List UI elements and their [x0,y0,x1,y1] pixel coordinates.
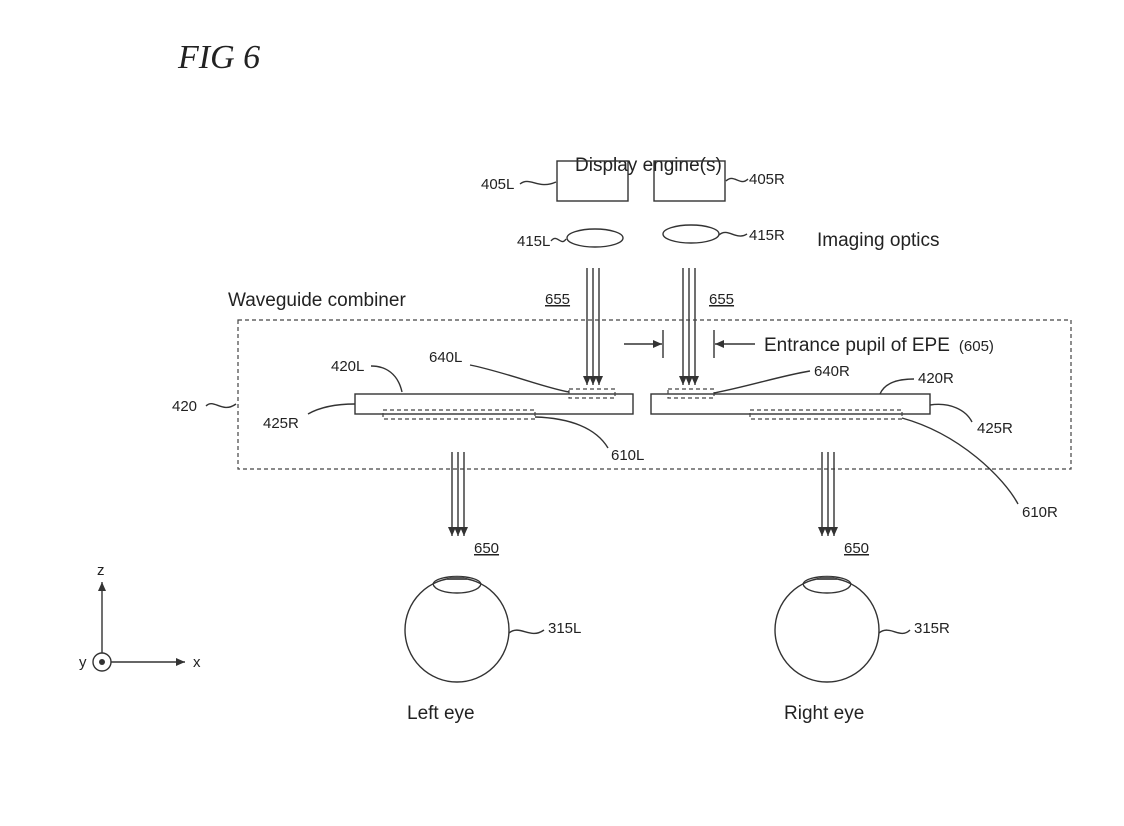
ref-655-right: 655 [709,291,734,308]
waveguide-combiner-label: Waveguide combiner [228,290,406,311]
ref-650-left: 650 [474,540,499,557]
ref-415R: 415R [749,227,785,244]
display-engine-left [556,160,629,202]
figure-title: FIG 6 [177,39,260,76]
leader-640L [469,364,570,393]
lens-left [566,228,624,248]
leader-425R-right [929,403,973,423]
ref-420: 420 [172,398,197,415]
ref-425R-left: 425R [263,415,299,432]
axis-label-z: z [97,562,105,579]
incoupler-640L [568,388,616,399]
axis-label-x: x [193,654,201,671]
ref-640L: 640L [429,349,462,366]
y-axis-circle [92,652,112,672]
leader-315L [508,629,545,635]
left-eye-label: Left eye [407,703,475,724]
leader-425R-left [307,403,356,415]
left-eye [404,575,510,683]
display-engine-label: Display engine(s) [575,155,722,176]
waveguide-combiner-box [237,319,1072,470]
entrance-pupil-label: Entrance pupil of EPE (605) [764,335,994,356]
ref-610L: 610L [611,447,644,464]
leader-315R [878,629,911,635]
ref-420L: 420L [331,358,364,375]
outcoupler-610R [749,409,903,420]
leader-405R [725,177,749,183]
right-eye [774,575,880,683]
leader-610R [901,417,1019,505]
ref-405L: 405L [481,176,514,193]
ref-650-right: 650 [844,540,869,557]
entrance-pupil-text: Entrance pupil of EPE [764,335,950,356]
right-eye-label: Right eye [784,703,864,724]
entrance-pupil-ref: (605) [959,338,994,355]
output-beam-left [448,452,468,536]
waveguide-plate-right [650,393,931,415]
leader-610L [534,416,609,449]
incoupler-640R [667,388,715,399]
leader-405L [519,180,557,186]
y-axis-dot [99,659,105,665]
ref-415L: 415L [517,233,550,250]
ref-315L: 315L [548,620,581,637]
leader-420L [370,365,403,393]
lens-right [662,224,720,244]
leader-415L [550,237,567,243]
outcoupler-610L [382,409,536,420]
ref-315R: 315R [914,620,950,637]
ref-425R-right: 425R [977,420,1013,437]
ref-610R: 610R [1022,504,1058,521]
waveguide-plate-left [354,393,634,415]
input-beam-right [679,268,699,385]
leader-415R [718,231,748,237]
ref-655-left: 655 [545,291,570,308]
ref-420R: 420R [918,370,954,387]
axis-label-y: y [79,654,87,671]
coordinate-axes [92,582,185,672]
leader-640R [713,370,811,394]
imaging-optics-label: Imaging optics [817,230,940,251]
ref-640R: 640R [814,363,850,380]
leader-420R [879,378,915,395]
leader-420 [205,403,237,409]
input-beam-left [583,268,603,385]
output-beam-right [818,452,838,536]
display-engine-right [653,160,726,202]
ref-405R: 405R [749,171,785,188]
